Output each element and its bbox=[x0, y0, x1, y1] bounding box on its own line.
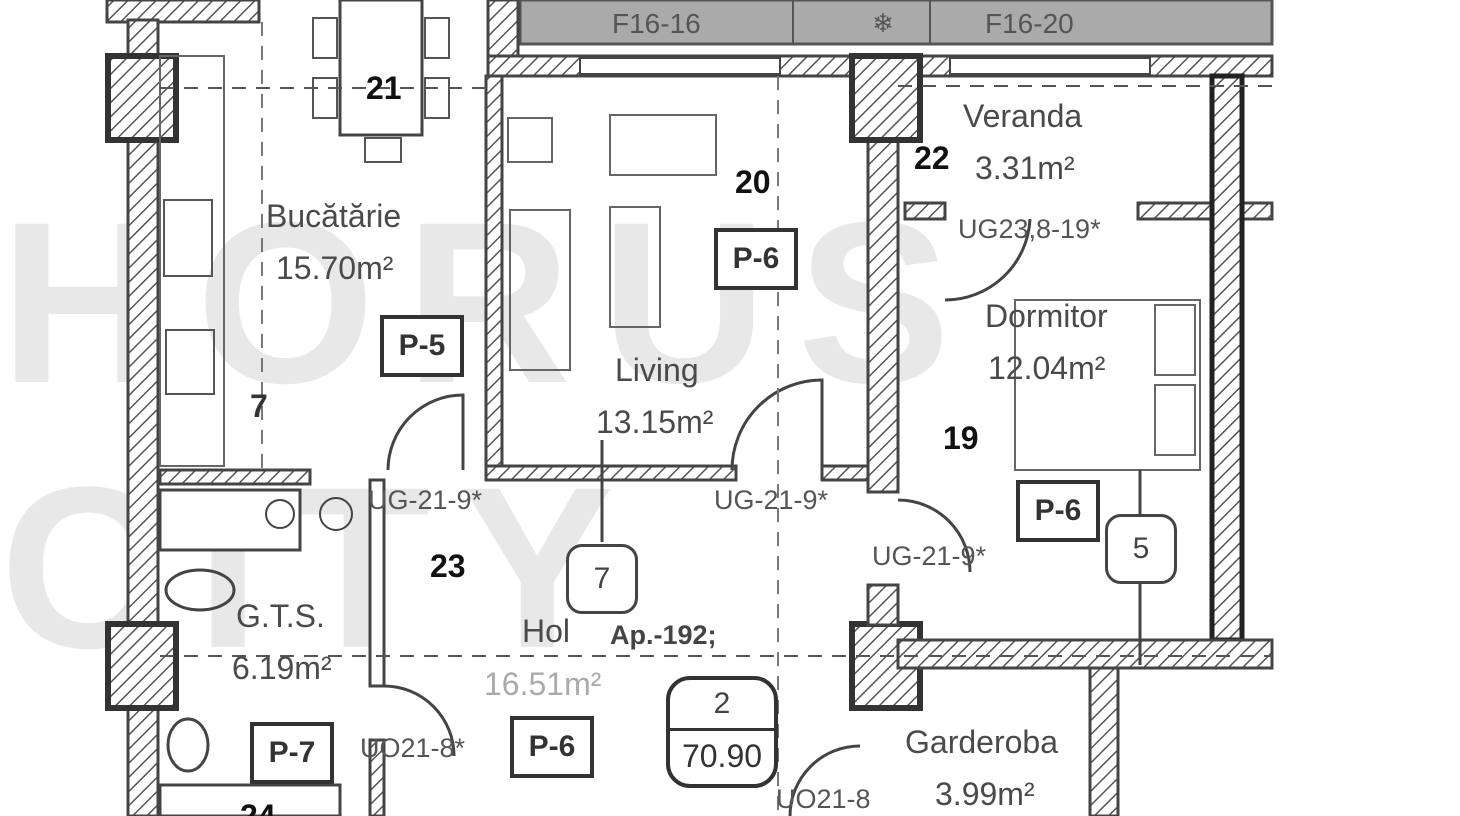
room-name: G.T.S. bbox=[236, 598, 325, 634]
room-area: 6.19m² bbox=[232, 650, 332, 686]
room-name: Dormitor bbox=[985, 298, 1108, 334]
room-area: 16.51m² bbox=[484, 666, 602, 702]
facade-label: F16-20 bbox=[985, 8, 1074, 39]
room-name: Living bbox=[615, 352, 699, 388]
room-number: 20 bbox=[735, 164, 771, 200]
door-label: UO21-8 bbox=[776, 784, 871, 814]
fan-icon: ❄ bbox=[872, 8, 894, 38]
door-label: UG23,8-19* bbox=[958, 214, 1101, 244]
tag-label: P-6 bbox=[732, 242, 780, 275]
room-number: 24 bbox=[240, 798, 276, 816]
partition-tag: P-6 bbox=[1016, 480, 1100, 542]
room-area: 3.31m² bbox=[975, 150, 1075, 186]
marker-label: 7 bbox=[593, 562, 611, 595]
apartment-label: Ap.-192; bbox=[610, 620, 717, 650]
marker-label: 5 bbox=[1132, 532, 1150, 565]
door-label: UO21-8* bbox=[360, 733, 466, 763]
apartment-badge: 2 70.90 bbox=[666, 676, 778, 788]
dining-table bbox=[338, 0, 424, 137]
room-name: Garderoba bbox=[905, 724, 1058, 760]
apartment-number: 2 bbox=[670, 680, 774, 731]
tag-label: P-6 bbox=[1034, 494, 1082, 527]
room-number: 19 bbox=[943, 420, 979, 456]
section-marker: 5 bbox=[1105, 514, 1177, 584]
partition-tag: P-5 bbox=[380, 315, 464, 377]
section-marker: 7 bbox=[566, 544, 638, 614]
door-label: UG-21-9* bbox=[714, 485, 829, 515]
tag-label: P-7 bbox=[268, 736, 316, 769]
room-area: 15.70m² bbox=[276, 250, 394, 286]
partition-tag: P-6 bbox=[714, 228, 798, 290]
room-number: 7 bbox=[250, 388, 268, 424]
tag-label: P-6 bbox=[528, 730, 576, 763]
apartment-area: 70.90 bbox=[681, 737, 763, 774]
room-name: Bucătărie bbox=[266, 198, 402, 234]
room-number: 21 bbox=[366, 70, 402, 106]
door-label: UG-21-9* bbox=[368, 485, 483, 515]
room-name: Hol bbox=[522, 613, 571, 649]
tag-label: P-5 bbox=[398, 329, 446, 362]
room-area: 3.99m² bbox=[935, 776, 1035, 812]
partition-tag: P-7 bbox=[250, 722, 334, 784]
facade-label: F16-16 bbox=[612, 8, 701, 39]
room-number: 23 bbox=[430, 548, 466, 584]
facade-band bbox=[518, 0, 1274, 46]
partition-tag: P-6 bbox=[510, 716, 594, 778]
room-number: 22 bbox=[914, 140, 950, 176]
door-label: UG-21-9* bbox=[872, 541, 987, 571]
room-name: Veranda bbox=[963, 98, 1083, 134]
room-area: 12.04m² bbox=[988, 350, 1106, 386]
room-area: 13.15m² bbox=[596, 404, 714, 440]
